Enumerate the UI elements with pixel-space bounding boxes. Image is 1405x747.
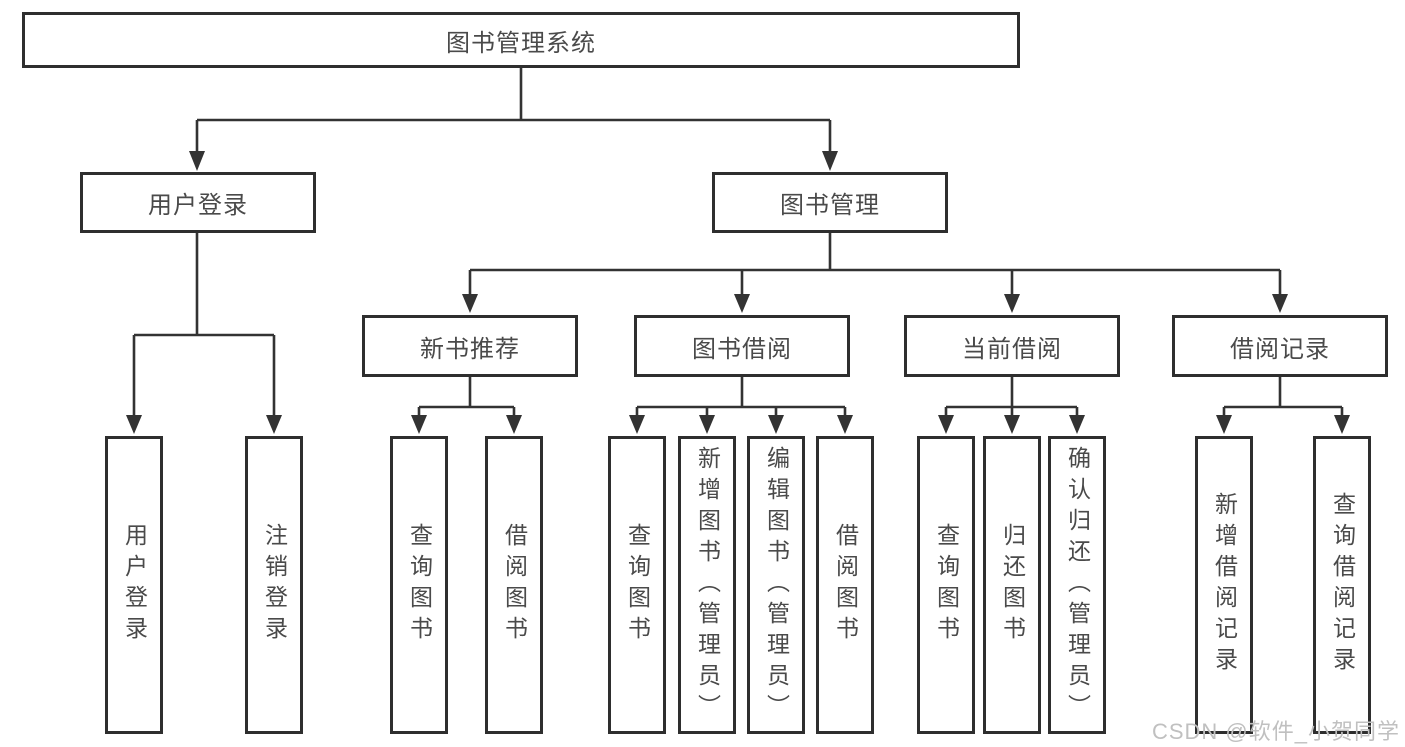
leaf-record-add-borrow-record: 新增借阅记录	[1195, 436, 1253, 734]
leaf-borrow-borrow-books: 借阅图书	[816, 436, 874, 734]
arrowhead	[629, 415, 645, 434]
leaf-label: 用户登录	[121, 523, 148, 647]
connector-root-to-level2	[195, 65, 832, 153]
leaf-label: 查询借阅记录	[1329, 492, 1356, 678]
arrowhead	[1004, 415, 1020, 434]
arrowhead	[411, 415, 427, 434]
arrowhead	[1272, 294, 1288, 313]
leaf-label: 查询图书	[406, 523, 433, 647]
connector-book-management-to-level3	[468, 230, 1282, 296]
leaf-user-login: 用户登录	[105, 436, 163, 734]
arrowhead	[1069, 415, 1085, 434]
node-book-borrowing: 图书借阅	[634, 315, 850, 377]
leaf-label: 归还图书	[999, 523, 1026, 647]
leaf-borrow-query-books: 查询图书	[608, 436, 666, 734]
leaf-label: 借阅图书	[501, 523, 528, 647]
connector-borrow-record-to-leaves	[1222, 374, 1344, 417]
arrowhead	[699, 415, 715, 434]
connector-current-borrow-to-leaves	[944, 374, 1079, 417]
arrowhead	[189, 151, 205, 171]
node-library-management-system: 图书管理系统	[22, 12, 1020, 68]
arrowhead	[768, 415, 784, 434]
leaf-current-confirm-return-admin: 确认归还（管理员）	[1048, 436, 1106, 734]
leaf-logout: 注销登录	[245, 436, 303, 734]
arrowhead	[266, 415, 282, 434]
leaf-newbook-query-books: 查询图书	[390, 436, 448, 734]
connector-user-login-to-leaves	[132, 230, 276, 417]
arrowhead	[506, 415, 522, 434]
node-current-borrowing: 当前借阅	[904, 315, 1120, 377]
leaf-label: 确认归还（管理员）	[1064, 445, 1091, 725]
arrowhead	[837, 415, 853, 434]
connector-book-borrow-to-leaves	[635, 374, 847, 417]
arrowhead	[126, 415, 142, 434]
watermark: CSDN @软件_小贺同学	[1151, 719, 1400, 744]
node-user-login: 用户登录	[80, 172, 316, 233]
leaf-borrow-add-books-admin: 新增图书（管理员）	[678, 436, 736, 734]
leaf-label: 注销登录	[261, 523, 288, 647]
arrowhead	[462, 294, 478, 313]
node-borrowing-records: 借阅记录	[1172, 315, 1388, 377]
leaf-label: 借阅图书	[832, 523, 859, 647]
leaf-label: 编辑图书（管理员）	[763, 445, 790, 725]
connector-new-book-to-leaves	[417, 374, 516, 417]
arrowhead	[1216, 415, 1232, 434]
leaf-newbook-borrow-books: 借阅图书	[485, 436, 543, 734]
arrowhead	[822, 151, 838, 171]
arrowhead	[1334, 415, 1350, 434]
node-book-management: 图书管理	[712, 172, 948, 233]
leaf-borrow-edit-books-admin: 编辑图书（管理员）	[747, 436, 805, 734]
leaf-current-return-books: 归还图书	[983, 436, 1041, 734]
leaf-current-query-books: 查询图书	[917, 436, 975, 734]
leaf-label: 新增图书（管理员）	[694, 445, 721, 725]
leaf-label: 新增借阅记录	[1211, 492, 1238, 678]
leaf-label: 查询图书	[624, 523, 651, 647]
arrowhead	[734, 294, 750, 313]
leaf-record-query-borrow-record: 查询借阅记录	[1313, 436, 1371, 734]
node-new-book-recommendation: 新书推荐	[362, 315, 578, 377]
arrowhead	[938, 415, 954, 434]
arrowhead	[1004, 294, 1020, 313]
leaf-label: 查询图书	[933, 523, 960, 647]
